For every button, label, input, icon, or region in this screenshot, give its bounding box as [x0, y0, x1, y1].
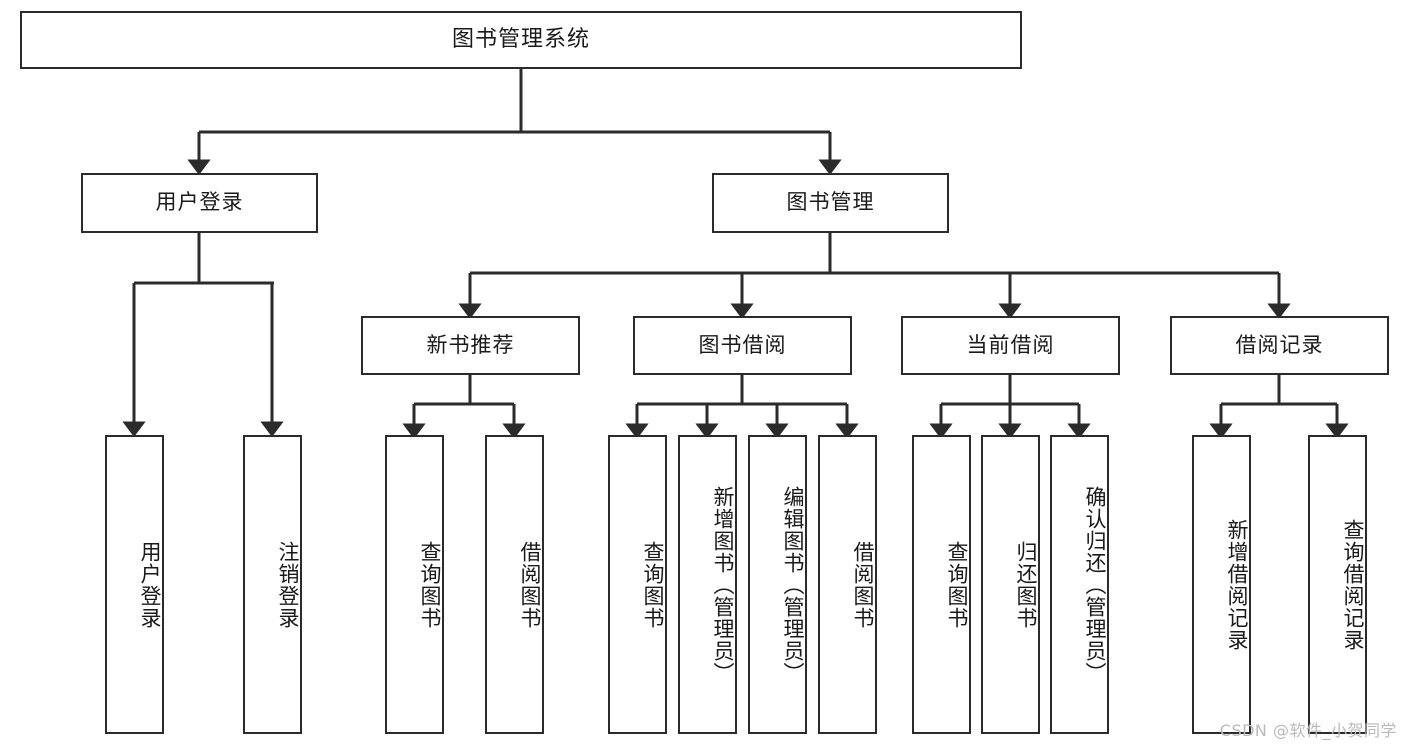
- node-leaf-current-confirm-return[interactable]: 确认归还（管理员）: [1050, 435, 1109, 734]
- node-root-system[interactable]: 图书管理系统: [20, 11, 1022, 69]
- node-leaf-current-return-book[interactable]: 归还图书: [981, 435, 1040, 734]
- node-leaf-current-query-book[interactable]: 查询图书: [912, 435, 971, 734]
- node-leaf-recommend-borrow-book[interactable]: 借阅图书: [485, 435, 544, 734]
- node-leaf-record-add[interactable]: 新增借阅记录: [1192, 435, 1251, 734]
- node-leaf-current-return-book-label: 归还图书: [1014, 540, 1038, 629]
- node-borrow-record[interactable]: 借阅记录: [1170, 316, 1389, 375]
- node-leaf-recommend-query-book[interactable]: 查询图书: [385, 435, 444, 734]
- node-leaf-record-query[interactable]: 查询借阅记录: [1308, 435, 1367, 734]
- node-leaf-recommend-query-book-label: 查询图书: [418, 540, 442, 629]
- node-leaf-borrow-edit-book-label: 编辑图书（管理员）: [781, 485, 805, 684]
- node-book-borrow[interactable]: 图书借阅: [633, 316, 852, 375]
- node-leaf-borrow-query-book-label: 查询图书: [641, 540, 665, 629]
- node-leaf-record-add-label: 新增借阅记录: [1225, 518, 1249, 651]
- node-leaf-borrow-edit-book[interactable]: 编辑图书（管理员）: [748, 435, 807, 734]
- node-leaf-current-confirm-return-label: 确认归还（管理员）: [1083, 485, 1107, 684]
- node-leaf-user-logout-label: 注销登录: [276, 540, 300, 629]
- node-leaf-borrow-borrow-book-label: 借阅图书: [851, 540, 875, 629]
- node-leaf-borrow-borrow-book[interactable]: 借阅图书: [818, 435, 877, 734]
- node-leaf-user-login-label: 用户登录: [138, 540, 162, 629]
- node-root-label: 图书管理系统: [451, 26, 590, 52]
- node-leaf-borrow-add-book-label: 新增图书（管理员）: [711, 485, 735, 684]
- csdn-watermark: CSDN @软件_小贺同学: [1219, 721, 1397, 740]
- node-current-borrow[interactable]: 当前借阅: [901, 316, 1120, 375]
- node-book-management-label: 图书管理: [786, 190, 875, 215]
- node-user-login-label: 用户登录: [155, 190, 244, 215]
- node-book-management[interactable]: 图书管理: [712, 173, 949, 233]
- node-new-book-recommend-label: 新书推荐: [426, 332, 515, 357]
- node-leaf-user-logout[interactable]: 注销登录: [243, 435, 302, 734]
- node-user-login[interactable]: 用户登录: [81, 173, 318, 233]
- node-leaf-current-query-book-label: 查询图书: [945, 540, 969, 629]
- node-leaf-recommend-borrow-book-label: 借阅图书: [518, 540, 542, 629]
- node-book-borrow-label: 图书借阅: [698, 332, 787, 357]
- node-current-borrow-label: 当前借阅: [966, 332, 1055, 357]
- node-leaf-record-query-label: 查询借阅记录: [1341, 518, 1365, 651]
- node-leaf-borrow-add-book[interactable]: 新增图书（管理员）: [678, 435, 737, 734]
- node-leaf-user-login[interactable]: 用户登录: [105, 435, 164, 734]
- node-new-book-recommend[interactable]: 新书推荐: [361, 316, 580, 375]
- node-borrow-record-label: 借阅记录: [1235, 332, 1324, 357]
- node-leaf-borrow-query-book[interactable]: 查询图书: [608, 435, 667, 734]
